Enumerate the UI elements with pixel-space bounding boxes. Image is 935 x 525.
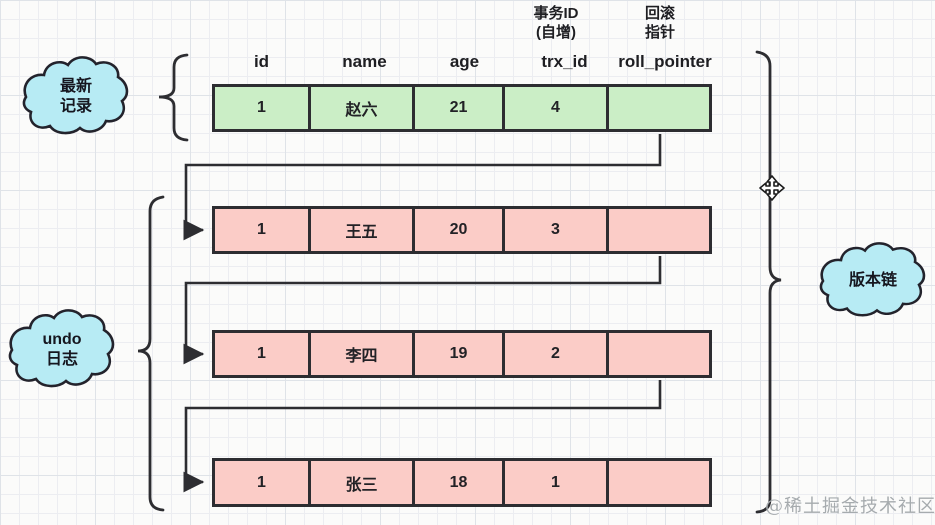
cell-trx-id: 2: [505, 333, 609, 375]
cell-name: 张三: [311, 461, 415, 504]
cell-age: 21: [415, 87, 505, 129]
cloud-undo-line1: undo: [42, 331, 82, 348]
cell-roll-pointer: [609, 333, 709, 375]
move-cursor-icon[interactable]: [759, 175, 785, 201]
cloud-undo-line2: 日志: [45, 351, 78, 368]
undo-log-row-3: 1 张三 18 1: [212, 458, 712, 507]
cloud-version-label: 版本链: [848, 272, 897, 289]
cell-id: 1: [215, 87, 311, 129]
cell-age: 20: [415, 209, 505, 251]
cell-roll-pointer: [609, 461, 709, 504]
column-header-id: id: [253, 52, 270, 71]
super-header-roll-line2: 指针: [644, 24, 675, 41]
cell-id: 1: [215, 209, 311, 251]
column-header-age: age: [449, 52, 480, 71]
cell-trx-id: 4: [505, 87, 609, 129]
cloud-label-latest-record: 最新 记录: [38, 72, 114, 122]
cell-trx-id: 3: [505, 209, 609, 251]
cell-name: 赵六: [311, 87, 415, 129]
cell-age: 18: [415, 461, 505, 504]
undo-log-row-1: 1 王五 20 3: [212, 206, 712, 254]
cell-id: 1: [215, 333, 311, 375]
super-header-trx-line2: (自增): [536, 24, 576, 41]
watermark-text: @稀土掘金技术社区: [765, 496, 935, 517]
cell-roll-pointer: [609, 87, 709, 129]
column-header-name: name: [342, 52, 387, 71]
cell-name: 王五: [311, 209, 415, 251]
cloud-latest-line1: 最新: [59, 78, 92, 95]
column-headers: id name age trx_id roll_pointer: [212, 51, 712, 73]
cell-id: 1: [215, 461, 311, 504]
super-header-trx-id: 事务ID (自增): [504, 4, 608, 46]
cloud-latest-line2: 记录: [59, 98, 92, 115]
undo-log-row-2: 1 李四 19 2: [212, 330, 712, 378]
super-header-trx-line1: 事务ID: [533, 5, 579, 22]
cell-age: 19: [415, 333, 505, 375]
super-header-roll-pointer: 回滚 指针: [608, 4, 712, 46]
super-header-roll-line1: 回滚: [644, 5, 675, 22]
cell-trx-id: 1: [505, 461, 609, 504]
column-header-trx-id: trx_id: [541, 52, 588, 71]
brace-latest-record: [158, 53, 189, 142]
cell-roll-pointer: [609, 209, 709, 251]
cloud-label-undo-log: undo 日志: [24, 325, 100, 375]
cloud-label-version-chain: 版本链: [831, 268, 915, 294]
cell-name: 李四: [311, 333, 415, 375]
brace-version-chain: [755, 50, 782, 514]
brace-undo-log-group: [137, 195, 165, 512]
column-header-roll-pointer: roll_pointer: [618, 52, 712, 71]
latest-record-row: 1 赵六 21 4: [212, 84, 712, 132]
